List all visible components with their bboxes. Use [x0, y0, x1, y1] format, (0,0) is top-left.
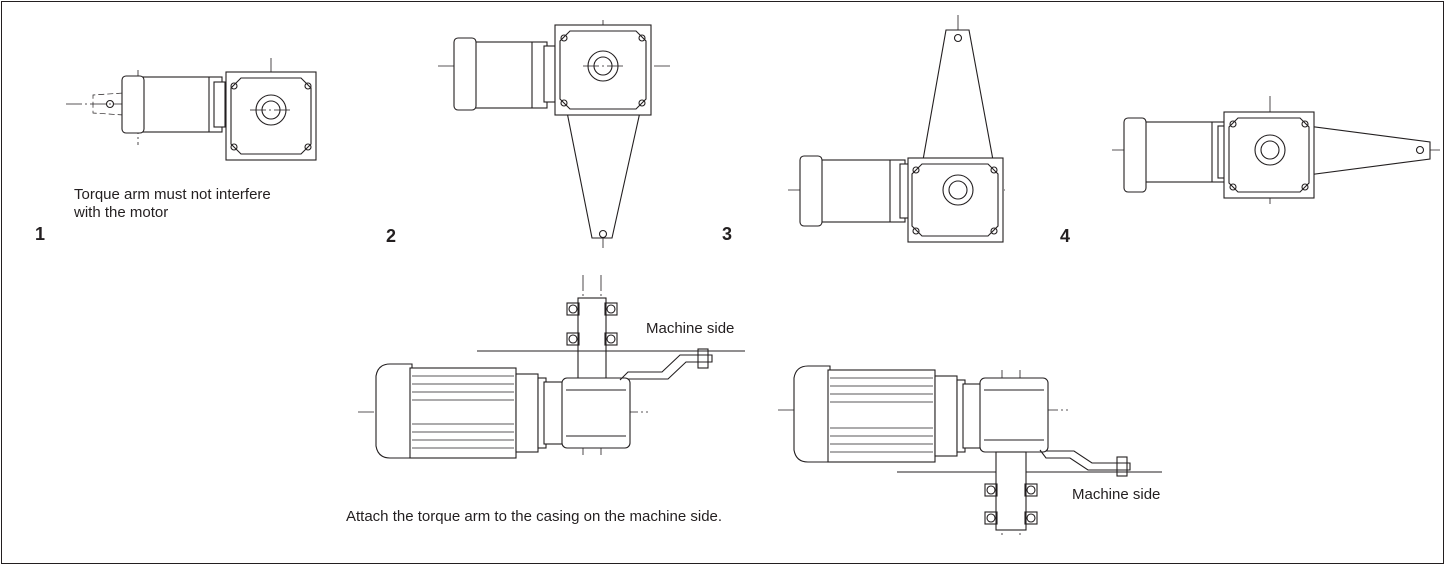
machine-side-label-bottom: Machine side: [1072, 486, 1161, 503]
fig1-note-line1: Torque arm must not interfere: [74, 186, 271, 203]
fig1-gearmotor-drawing: [66, 58, 317, 161]
figure-label-3: 3: [722, 224, 733, 244]
attach-instruction-text: Attach the torque arm to the casing on t…: [346, 508, 723, 525]
figure-label-1: 1: [35, 224, 46, 244]
machine-side-label-top: Machine side: [646, 320, 735, 337]
fig4-gearmotor-drawing: [1112, 96, 1442, 204]
side-view-arm-up-drawing: [358, 275, 745, 459]
side-view-arm-down-drawing: [778, 365, 1162, 535]
figure-label-4: 4: [1060, 226, 1071, 246]
fig3-gearmotor-drawing: [788, 15, 1005, 243]
figure-label-2: 2: [386, 226, 397, 246]
fig1-note-line2: with the motor: [74, 204, 169, 221]
fig2-gearmotor-drawing: [438, 20, 672, 248]
